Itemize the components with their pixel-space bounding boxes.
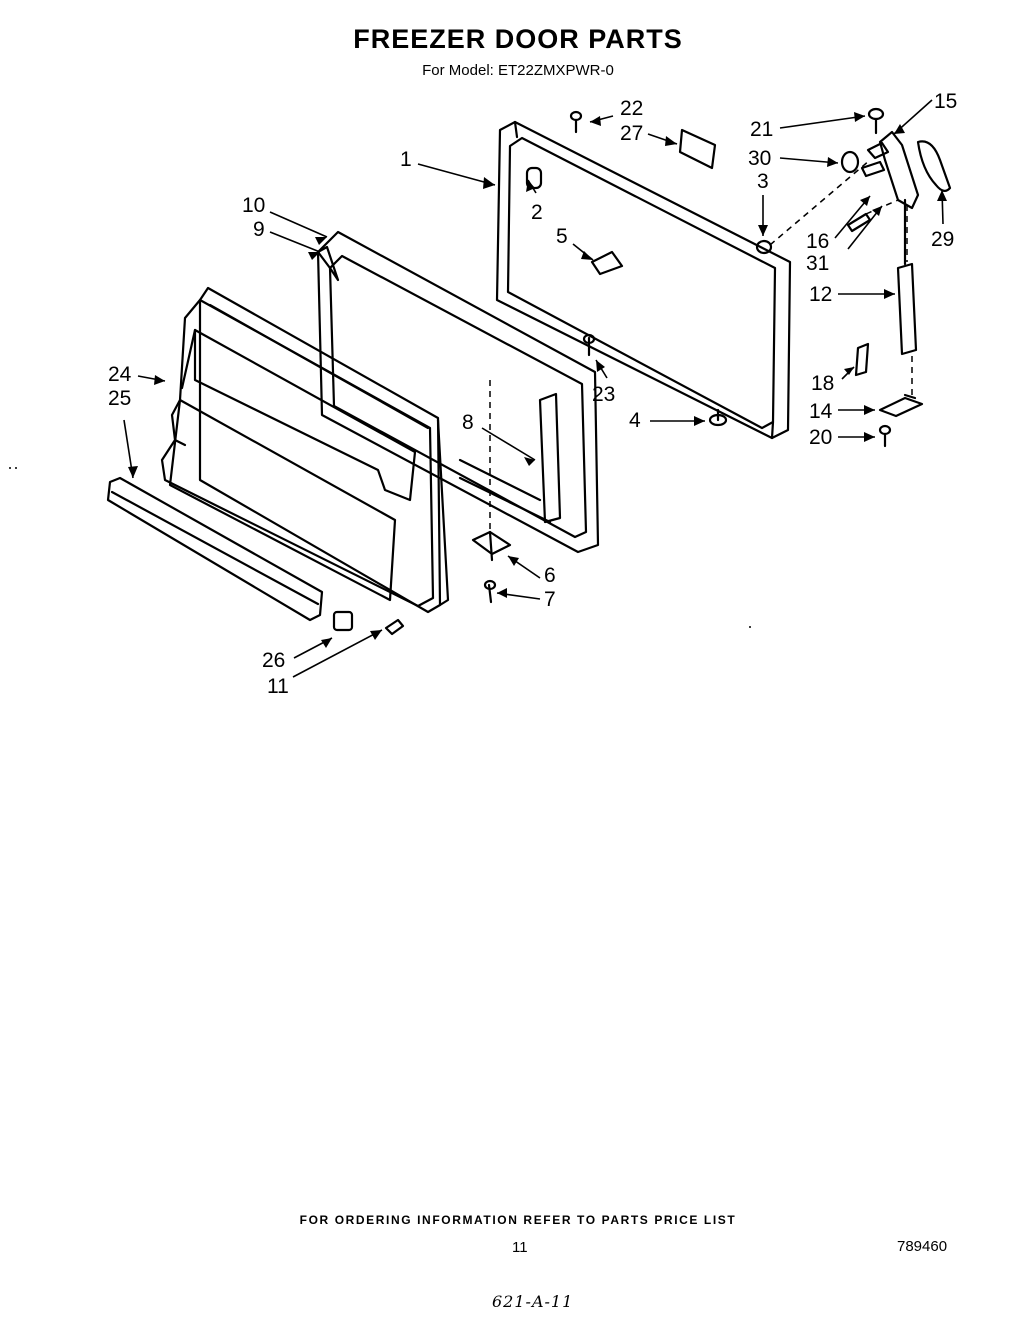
callout-27: 27 [620, 122, 643, 145]
callout-2: 2 [531, 201, 543, 224]
callout-25: 25 [108, 387, 131, 410]
callout-21: 21 [750, 118, 773, 141]
callout-3: 3 [757, 170, 769, 193]
callout-23: 23 [592, 383, 615, 406]
callout-11: 11 [267, 675, 289, 698]
hinge-spacer [860, 160, 886, 178]
callout-31: 31 [806, 252, 829, 275]
callout-24: 24 [108, 363, 132, 386]
handle-clip [854, 342, 870, 377]
stop-and-screw [332, 610, 405, 636]
callout-9: 9 [253, 218, 265, 241]
callout-7: 7 [544, 588, 556, 611]
callout-22: 22 [620, 97, 643, 120]
page-title: FREEZER DOOR PARTS [353, 24, 683, 54]
top-screw [569, 110, 583, 134]
callout-10: 10 [242, 194, 265, 217]
hinge-shim [840, 150, 860, 174]
registration-marks [9, 467, 751, 628]
ordering-note: FOR ORDERING INFORMATION REFER TO PARTS … [299, 1213, 737, 1227]
bottom-hinge-screw [878, 424, 892, 448]
callout-29: 29 [931, 228, 954, 251]
rating-plate [678, 128, 717, 170]
callout-8: 8 [462, 411, 474, 434]
callout-6: 6 [544, 564, 556, 587]
breaker-strip [106, 476, 324, 622]
hinge-cover [916, 140, 952, 192]
callout-14: 14 [809, 400, 833, 423]
bottom-hinge-bracket [471, 530, 512, 604]
document-number: 789460 [897, 1238, 948, 1255]
outer-door-panel [495, 120, 792, 440]
top-hinge [866, 107, 920, 210]
callout-26: 26 [262, 649, 285, 672]
callout-15: 15 [934, 90, 957, 113]
bottom-hinge [878, 393, 924, 418]
lower-screws [582, 333, 728, 427]
callout-12: 12 [809, 283, 832, 306]
door-stop-bracket [590, 250, 624, 276]
door-handle [896, 198, 918, 356]
hinge-bushing [755, 239, 773, 255]
page-number: 11 [512, 1239, 528, 1256]
hinge-bolt [846, 212, 872, 233]
callout-20: 20 [809, 426, 832, 449]
callout-5: 5 [556, 225, 568, 248]
assembly-line-bolt [865, 199, 899, 215]
callout-labels: 1 2 3 4 5 6 7 8 9 10 11 12 14 15 16 18 2… [108, 90, 957, 698]
callout-4: 4 [629, 409, 641, 432]
callout-1: 1 [400, 148, 412, 171]
handwritten-code: 621-A-11 [492, 1292, 574, 1311]
model-subtitle: For Model: ET22ZMXPWR-0 [422, 62, 614, 79]
door-liner-panel [316, 230, 600, 554]
callout-16: 16 [806, 230, 829, 253]
callout-30: 30 [748, 147, 771, 170]
door-inner-liner [160, 286, 450, 614]
callout-18: 18 [811, 372, 834, 395]
